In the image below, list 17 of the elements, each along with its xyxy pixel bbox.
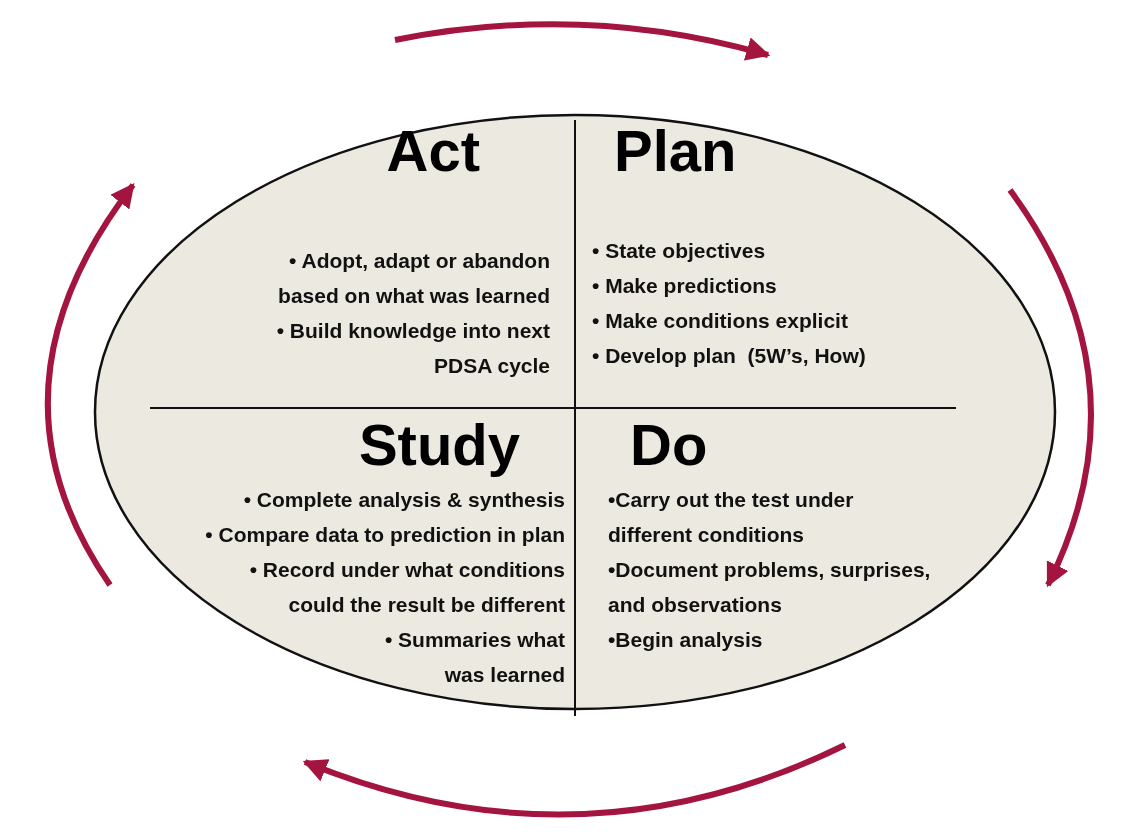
- quadrant-heading: Do: [630, 412, 708, 478]
- bullet-point: • State objectives: [592, 238, 767, 264]
- bullet-point: • Complete analysis & synthesis: [242, 487, 565, 513]
- bullet-point: •Carry out the test under different conditions: [608, 487, 855, 548]
- bullet-point: • Record under what conditions could the result be different: [248, 557, 565, 618]
- quadrant-heading: Study: [358, 412, 520, 478]
- bullet-point: • Summaries what was learned: [383, 627, 565, 688]
- quadrant-heading: Act: [386, 118, 480, 184]
- quadrant-heading: Plan: [614, 118, 737, 184]
- bullet-point: • Make conditions explicit: [592, 308, 849, 334]
- bullet-point: • Build knowledge into next PDSA cycle: [275, 318, 550, 379]
- bullet-point: •Begin analysis: [608, 627, 764, 653]
- bullet-point: • Compare data to prediction in plan: [204, 522, 565, 548]
- bullet-point: • Develop plan (5W’s, How): [592, 343, 867, 369]
- bullet-point: • Make predictions: [592, 273, 778, 299]
- bullet-point: •Document problems, surprises, and observations: [608, 557, 932, 618]
- bullet-point: • Adopt, adapt or abandon based on what was learned: [277, 248, 550, 309]
